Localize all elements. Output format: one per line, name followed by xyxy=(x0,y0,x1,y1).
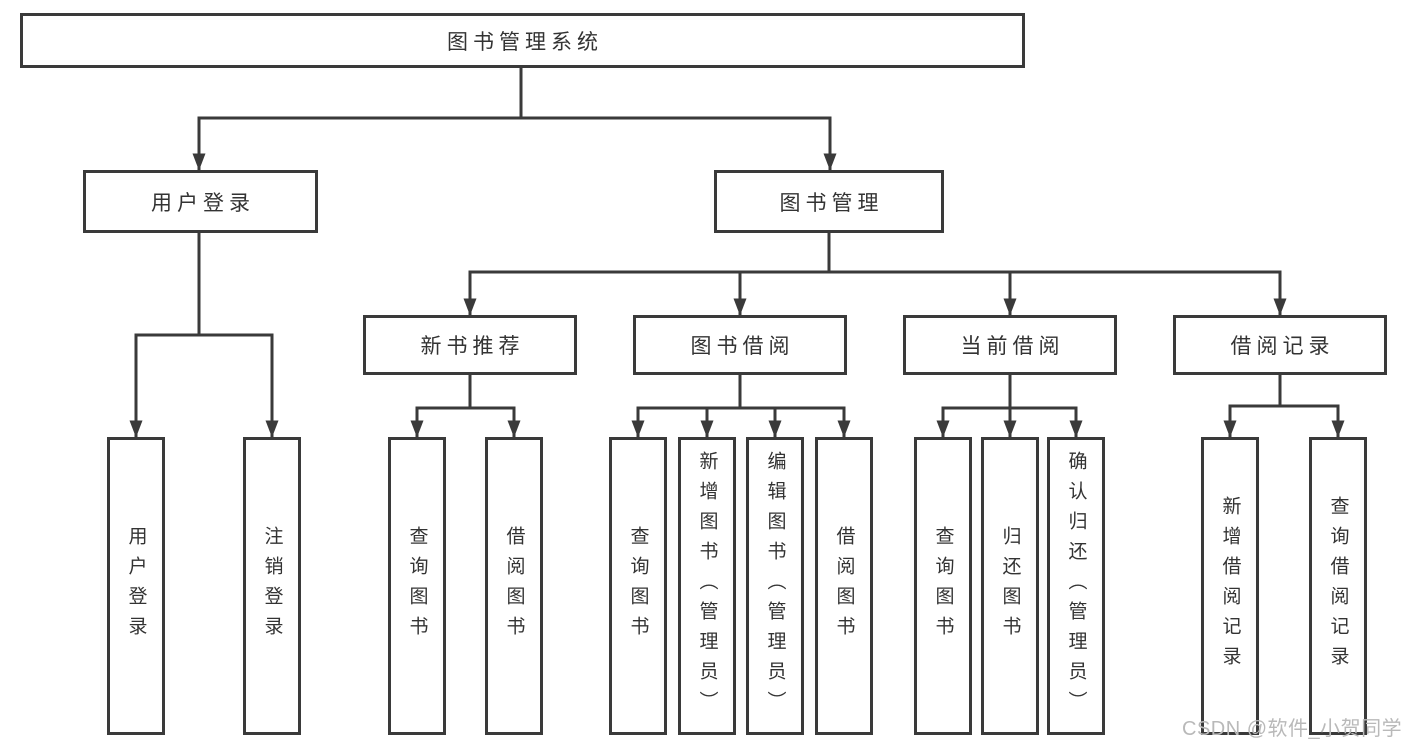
node-new-book-recommend: 新书推荐 xyxy=(363,315,577,375)
leaf-add-books-admin: 新增图书（管理员） xyxy=(678,437,736,735)
node-label: 新书推荐 xyxy=(420,335,525,358)
leaf-borrow-books-1: 借阅图书 xyxy=(485,437,543,735)
node-label: 查询借阅记录 xyxy=(1327,496,1349,676)
leaf-query-borrow-record: 查询借阅记录 xyxy=(1309,437,1367,735)
leaf-add-borrow-record: 新增借阅记录 xyxy=(1201,437,1259,735)
node-user-login: 用户登录 xyxy=(83,170,318,233)
node-label: 借阅记录 xyxy=(1230,335,1335,358)
node-book-management: 图书管理 xyxy=(714,170,944,233)
node-label: 图书借阅 xyxy=(690,335,795,358)
node-borrow-record: 借阅记录 xyxy=(1173,315,1387,375)
node-label: 新增图书（管理员） xyxy=(696,451,718,721)
leaf-user-login: 用户登录 xyxy=(107,437,165,735)
leaf-borrow-books-2: 借阅图书 xyxy=(815,437,873,735)
leaf-query-books-2: 查询图书 xyxy=(609,437,667,735)
node-label: 查询图书 xyxy=(932,526,954,646)
leaf-edit-books-admin: 编辑图书（管理员） xyxy=(746,437,804,735)
node-label: 当前借阅 xyxy=(960,335,1065,358)
node-label: 编辑图书（管理员） xyxy=(764,451,786,721)
node-root-system: 图书管理系统 xyxy=(20,13,1025,68)
node-label: 借阅图书 xyxy=(503,526,525,646)
node-label: 查询图书 xyxy=(627,526,649,646)
node-label: 用户登录 xyxy=(151,191,255,215)
node-label: 用户登录 xyxy=(125,526,147,646)
node-current-borrow: 当前借阅 xyxy=(903,315,1117,375)
node-label: 借阅图书 xyxy=(833,526,855,646)
csdn-watermark: CSDN @软件_小贺同学 xyxy=(1182,718,1403,740)
node-label: 确认归还（管理员） xyxy=(1065,451,1087,721)
node-label: 图书管理 xyxy=(779,191,884,215)
leaf-query-books-1: 查询图书 xyxy=(388,437,446,735)
node-label: 归还图书 xyxy=(999,526,1021,646)
leaf-query-books-3: 查询图书 xyxy=(914,437,972,735)
node-label: 注销登录 xyxy=(261,526,283,646)
leaf-confirm-return-admin: 确认归还（管理员） xyxy=(1047,437,1105,735)
leaf-return-books: 归还图书 xyxy=(981,437,1039,735)
node-label: 查询图书 xyxy=(406,526,428,646)
node-label: 新增借阅记录 xyxy=(1219,496,1241,676)
node-book-borrow: 图书借阅 xyxy=(633,315,847,375)
leaf-logout: 注销登录 xyxy=(243,437,301,735)
node-label: 图书管理系统 xyxy=(447,30,603,54)
